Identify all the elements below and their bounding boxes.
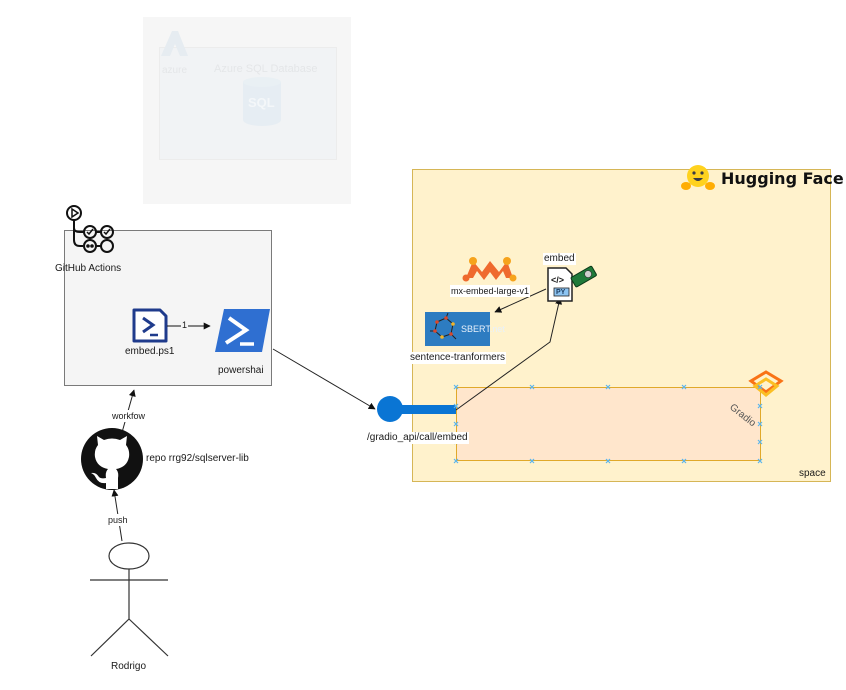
github-actions-label: GitHub Actions [55,263,122,274]
github-octocat-icon[interactable] [81,428,143,490]
powershell-script-file-icon [132,308,168,343]
model-mx-embed-icon [462,257,517,282]
azure-label: azure [162,65,188,76]
connection-handle[interactable] [605,458,611,464]
sbert-logo-text: SBERT.net [461,324,505,334]
gpu-card-icon [570,265,597,288]
connection-handle[interactable] [757,384,763,390]
actor-rodrigo-figure[interactable] [90,542,169,657]
sql-icon-text: SQL [248,95,275,110]
connection-handle[interactable] [681,458,687,464]
connection-handle[interactable] [757,403,763,409]
gradio-selection-handles[interactable] [453,384,763,464]
python-file-icon [547,267,573,302]
hugging-face-title: Hugging Face [721,169,844,188]
model-label: mx-embed-large-v1 [450,285,531,297]
sbert-logo-icon [425,312,490,346]
connection-handle[interactable] [453,403,459,409]
edge-label-workflow: workfow [111,410,147,422]
connection-handle[interactable] [757,458,763,464]
actor-name-label: Rodrigo [111,661,147,672]
connection-handle[interactable] [757,421,763,427]
sql-database-icon [243,77,281,126]
gradio-logo-icon [748,370,784,397]
connection-handle[interactable] [757,439,763,445]
edge-label-1: 1 [181,319,189,331]
edge-powershell-to-endpoint[interactable] [272,348,376,410]
azure-sql-database-label: Azure SQL Database [214,63,318,75]
edge-embed-to-sentence-transformers[interactable] [494,288,547,313]
edge-endpoint-to-embed[interactable] [455,297,563,411]
embed-ps1-label: embed.ps1 [125,346,175,357]
azure-logo-icon [161,31,188,56]
powershai-label: powershai [218,365,264,376]
connection-handle[interactable] [529,458,535,464]
edge-label-push: push [107,514,129,526]
embed-file-code-glyph: </> [551,275,565,285]
space-label: space [799,468,826,479]
sentence-transformers-label: sentence-tranformers [409,352,507,364]
hugging-face-logo-icon [681,165,715,190]
endpoint-label: /gradio_api/call/embed [366,432,469,444]
connection-handle[interactable] [453,421,459,427]
embed-file-badge: PY [556,289,566,296]
connection-handle[interactable] [529,384,535,390]
connection-handle[interactable] [453,384,459,390]
embed-file-label: embed [543,253,576,265]
connection-handle[interactable] [681,384,687,390]
api-endpoint-interface[interactable] [377,396,456,422]
github-actions-icon [66,205,114,253]
github-actions-container[interactable] [64,230,272,386]
powershell-icon [215,309,270,352]
connection-handle[interactable] [605,384,611,390]
connection-handle[interactable] [453,458,459,464]
github-repo-label: repo rrg92/sqlserver-lib [146,453,249,464]
